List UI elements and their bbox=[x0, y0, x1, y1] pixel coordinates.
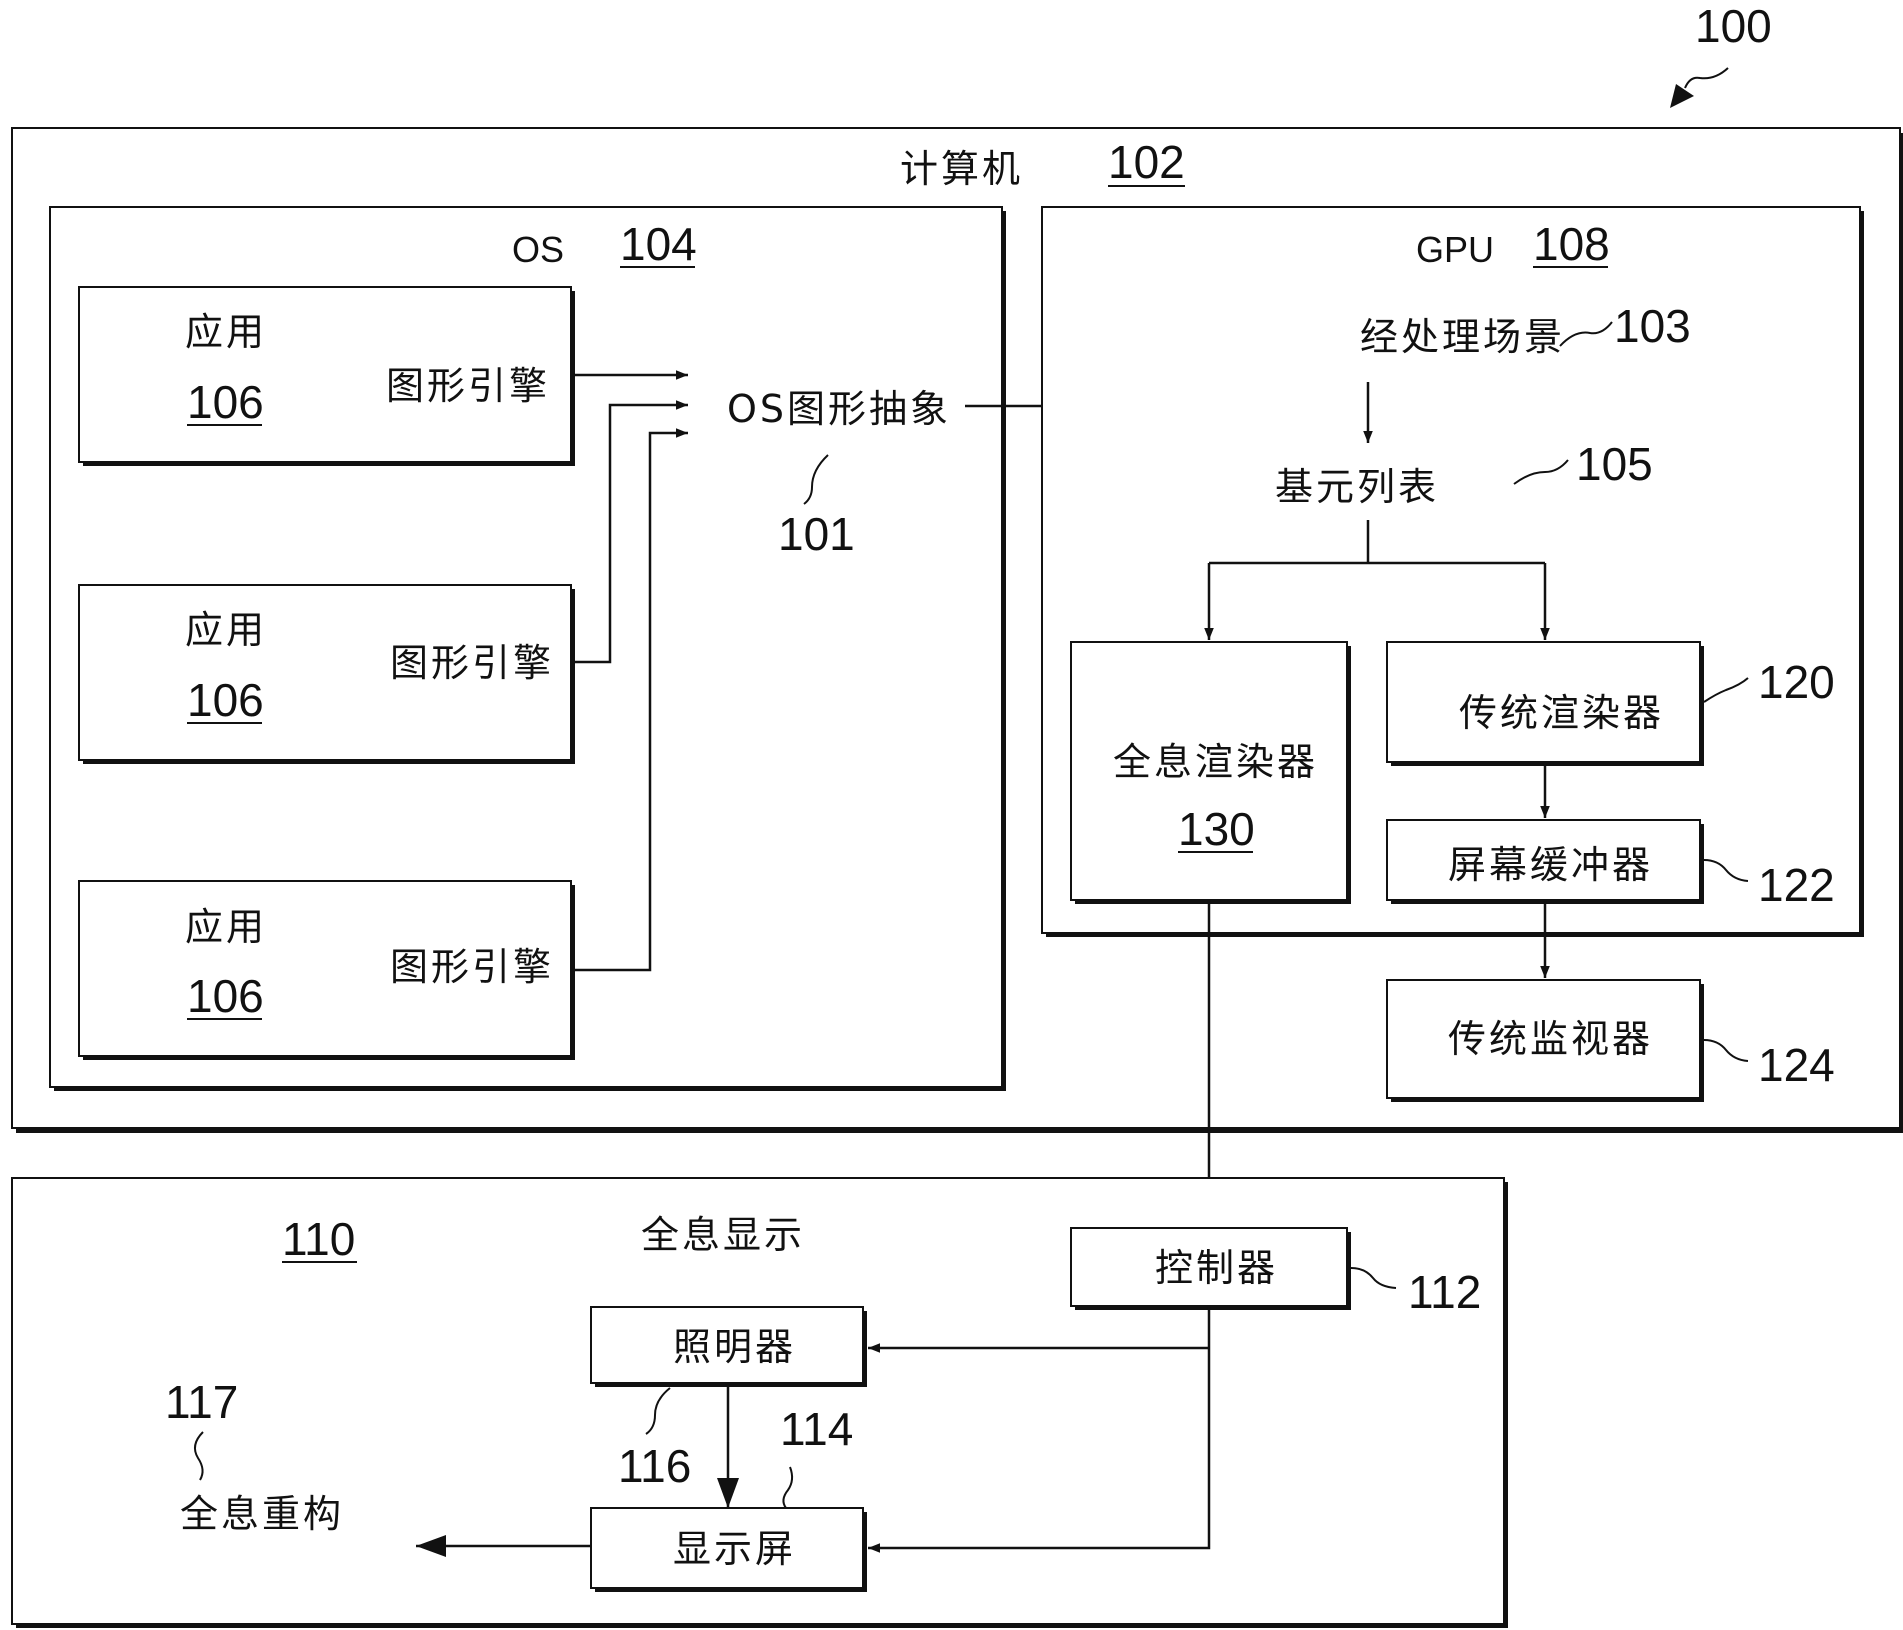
holographic-renderer-ref: 130 bbox=[1178, 803, 1255, 855]
holographic-display-label: 全息显示 bbox=[641, 1213, 805, 1257]
traditional-renderer-box: 传统渲染器 120 bbox=[1386, 641, 1835, 818]
engine-3-arrow bbox=[573, 428, 688, 972]
display-screen-box: 显示屏 114 bbox=[416, 1403, 867, 1592]
holographic-reconstruction-ref: 117 bbox=[165, 1376, 238, 1428]
illuminator-leader-line bbox=[645, 1387, 671, 1435]
computer-label: 计算机 bbox=[900, 147, 1023, 191]
traditional-renderer-frame bbox=[1386, 641, 1701, 763]
holographic-renderer-box: 全息渲染器 130 bbox=[1070, 641, 1351, 904]
application-box-1: 应用 106 图形引擎 bbox=[78, 286, 575, 466]
application-1-label: 应用 bbox=[185, 310, 267, 354]
application-2-ref: 106 bbox=[187, 674, 264, 726]
controller-ref: 112 bbox=[1408, 1266, 1481, 1318]
application-1-frame bbox=[78, 286, 572, 463]
processed-scene-leader-line bbox=[1559, 321, 1613, 347]
holographic-display-ref: 110 bbox=[282, 1213, 355, 1265]
figure-number: 100 bbox=[1695, 0, 1772, 52]
illuminator-frame bbox=[590, 1306, 864, 1384]
traditional-monitor-box: 传统监视器 124 bbox=[1386, 979, 1835, 1102]
holographic-renderer-label: 全息渲染器 bbox=[1113, 740, 1318, 784]
graphics-engine-3-label: 图形引擎 bbox=[390, 945, 554, 989]
graphics-engine-1-label: 图形引擎 bbox=[386, 364, 550, 408]
application-1-ref: 106 bbox=[187, 376, 264, 428]
traditional-monitor-ref: 124 bbox=[1758, 1039, 1835, 1091]
processed-scene-ref: 103 bbox=[1614, 300, 1691, 352]
display-screen-label: 显示屏 bbox=[673, 1527, 796, 1571]
traditional-monitor-leader-line bbox=[1703, 1039, 1749, 1062]
display-screen-leader-line bbox=[782, 1466, 794, 1509]
display-screen-ref: 114 bbox=[780, 1403, 853, 1455]
figure-number-arrowhead bbox=[1670, 84, 1694, 108]
screen-buffer-box: 屏幕缓冲器 122 bbox=[1386, 819, 1835, 978]
controller-box: 控制器 112 bbox=[868, 1227, 1481, 1553]
os-graphics-abstraction-ref: 101 bbox=[778, 508, 855, 560]
application-3-frame bbox=[78, 880, 572, 1057]
primitive-list-ref: 105 bbox=[1576, 438, 1653, 490]
graphics-engine-2-label: 图形引擎 bbox=[390, 641, 554, 685]
application-3-ref: 106 bbox=[187, 970, 264, 1022]
illuminator-box: 照明器 116 bbox=[590, 1306, 867, 1508]
traditional-monitor-frame bbox=[1386, 979, 1701, 1099]
figure-number-leader-line bbox=[1684, 67, 1729, 89]
application-3-label: 应用 bbox=[185, 905, 267, 949]
traditional-renderer-label: 传统渲染器 bbox=[1459, 691, 1664, 735]
os-graphics-abstraction: OS图形抽象 101 bbox=[727, 341, 1180, 560]
holographic-reconstruction-label: 全息重构 bbox=[180, 1492, 344, 1536]
illuminator-ref: 116 bbox=[618, 1440, 691, 1492]
illuminator-label: 照明器 bbox=[673, 1325, 796, 1369]
application-box-3: 应用 106 图形引擎 bbox=[78, 880, 575, 1060]
screen-buffer-frame bbox=[1386, 819, 1701, 901]
holographic-reconstruction-leader-line bbox=[193, 1431, 204, 1481]
os-label: OS bbox=[512, 229, 564, 270]
controller-leader-line bbox=[1350, 1267, 1397, 1289]
controller-to-display-screen-arrow bbox=[868, 1307, 1211, 1553]
screen-buffer-leader-line bbox=[1703, 859, 1749, 882]
application-box-2: 应用 106 图形引擎 bbox=[78, 584, 575, 764]
computer-ref: 102 bbox=[1108, 136, 1185, 188]
screen-buffer-ref: 122 bbox=[1758, 859, 1835, 911]
application-2-label: 应用 bbox=[185, 608, 267, 652]
os-ref: 104 bbox=[620, 218, 697, 270]
figure-number-callout: 100 bbox=[1670, 0, 1772, 108]
display-screen-frame bbox=[590, 1507, 864, 1589]
traditional-monitor-label: 传统监视器 bbox=[1448, 1017, 1653, 1061]
primitive-list-label: 基元列表 bbox=[1275, 465, 1439, 509]
gpu-ref: 108 bbox=[1533, 218, 1610, 270]
screen-buffer-label: 屏幕缓冲器 bbox=[1448, 843, 1653, 887]
controller-frame bbox=[1070, 1227, 1348, 1307]
engine-to-abstraction-arrows bbox=[573, 370, 688, 972]
primitive-list-leader-line bbox=[1513, 459, 1569, 485]
gpu-label: GPU bbox=[1416, 229, 1494, 270]
traditional-renderer-ref: 120 bbox=[1758, 656, 1835, 708]
holographic-reconstruction: 117 全息重构 bbox=[165, 1376, 344, 1536]
holographic-renderer-frame bbox=[1070, 641, 1348, 901]
os-graphics-abstraction-leader-line bbox=[803, 454, 829, 505]
application-2-frame bbox=[78, 584, 572, 761]
engine-2-arrow bbox=[573, 400, 688, 664]
primitive-list: 基元列表 105 bbox=[1204, 438, 1653, 640]
processed-scene-label: 经处理场景 bbox=[1360, 315, 1565, 359]
controller-label: 控制器 bbox=[1155, 1246, 1278, 1290]
traditional-renderer-leader-line bbox=[1703, 677, 1749, 703]
processed-scene: 经处理场景 103 bbox=[1360, 300, 1691, 443]
os-graphics-abstraction-label: OS图形抽象 bbox=[727, 387, 951, 431]
